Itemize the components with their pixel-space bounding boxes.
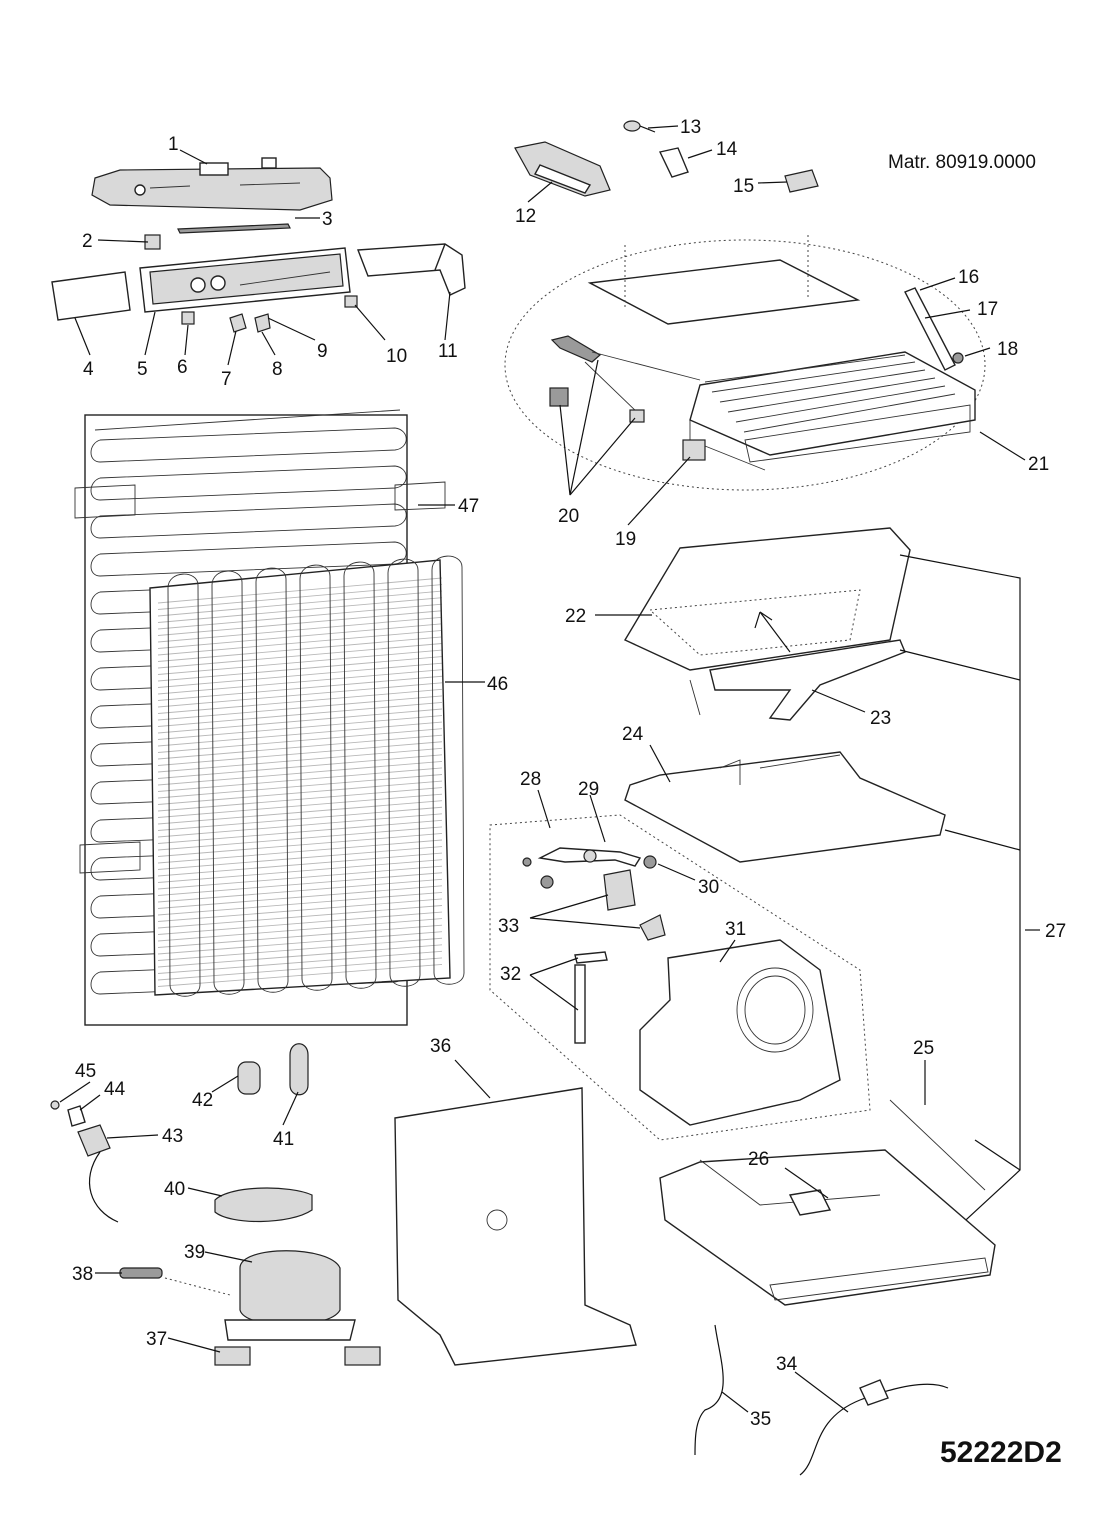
callout-34: 34 xyxy=(776,1354,798,1375)
callout-labels: 1 2 3 4 5 6 7 8 9 10 11 12 13 14 15 16 1… xyxy=(72,117,1066,1430)
callout-46: 46 xyxy=(487,674,508,695)
callout-14: 14 xyxy=(716,139,738,160)
callout-18: 18 xyxy=(997,339,1018,360)
evaporator-group xyxy=(504,235,986,491)
callout-16: 16 xyxy=(958,267,979,288)
light-rod-part xyxy=(177,223,291,234)
callout-6: 6 xyxy=(177,357,188,378)
drawing-code: 52222D2 xyxy=(940,1436,1062,1469)
shelf-part xyxy=(624,751,946,863)
callout-7: 7 xyxy=(221,369,232,390)
right-cover-part xyxy=(357,243,466,296)
callout-4: 4 xyxy=(83,359,94,380)
bottom-cover-part xyxy=(394,1087,637,1366)
callout-10: 10 xyxy=(386,346,407,367)
callout-47: 47 xyxy=(458,496,479,517)
material-number: Matr. 80919.0000 xyxy=(888,152,1036,173)
callout-5: 5 xyxy=(137,359,148,380)
callout-41: 41 xyxy=(273,1129,294,1150)
callout-44: 44 xyxy=(104,1079,126,1100)
callout-24: 24 xyxy=(622,724,644,745)
fan-assembly-group xyxy=(489,814,871,1141)
callout-30: 30 xyxy=(698,877,719,898)
callout-38: 38 xyxy=(72,1264,93,1285)
condenser-part xyxy=(74,409,465,1026)
callout-22: 22 xyxy=(565,606,586,627)
callout-8: 8 xyxy=(272,359,283,380)
callout-13: 13 xyxy=(680,117,701,138)
callout-3: 3 xyxy=(322,209,333,230)
callout-15: 15 xyxy=(733,176,754,197)
callout-26: 26 xyxy=(748,1149,769,1170)
leader-lines xyxy=(59,125,1040,1413)
callout-12: 12 xyxy=(515,206,536,227)
callout-32: 32 xyxy=(500,964,521,985)
control-board-part xyxy=(91,157,333,211)
switch-part xyxy=(784,169,819,193)
callout-1: 1 xyxy=(168,134,179,155)
capacitor-part xyxy=(50,1100,119,1223)
knob-parts xyxy=(181,295,358,333)
callout-33: 33 xyxy=(498,916,519,937)
wiring-parts xyxy=(694,1324,949,1476)
callout-45: 45 xyxy=(75,1061,96,1082)
callout-20: 20 xyxy=(558,506,579,527)
callout-35: 35 xyxy=(750,1409,771,1430)
left-trim-part xyxy=(51,271,131,321)
callout-25: 25 xyxy=(913,1038,934,1059)
evaporator-cover-part xyxy=(623,527,911,671)
callout-2: 2 xyxy=(82,231,93,252)
callout-40: 40 xyxy=(164,1179,185,1200)
callout-39: 39 xyxy=(184,1242,205,1263)
callout-29: 29 xyxy=(578,779,599,800)
callout-36: 36 xyxy=(430,1036,451,1057)
callout-27: 27 xyxy=(1045,921,1066,942)
lamp-parts xyxy=(623,120,689,178)
callout-21: 21 xyxy=(1028,454,1049,475)
callout-43: 43 xyxy=(162,1126,183,1147)
compressor-band-part xyxy=(214,1187,313,1223)
crisper-part xyxy=(659,1099,996,1306)
callout-37: 37 xyxy=(146,1329,167,1350)
callout-23: 23 xyxy=(870,708,891,729)
callout-17: 17 xyxy=(977,299,998,320)
control-panel-housing-part xyxy=(139,247,351,313)
callout-31: 31 xyxy=(725,919,746,940)
callout-9: 9 xyxy=(317,341,328,362)
callout-11: 11 xyxy=(438,341,458,362)
relay-parts xyxy=(237,1043,309,1096)
lamp-cover-part xyxy=(514,141,611,197)
callout-19: 19 xyxy=(615,529,636,550)
callout-42: 42 xyxy=(192,1090,213,1111)
drip-tray-part xyxy=(689,639,906,721)
compressor-part xyxy=(119,1250,381,1366)
callout-28: 28 xyxy=(520,769,541,790)
